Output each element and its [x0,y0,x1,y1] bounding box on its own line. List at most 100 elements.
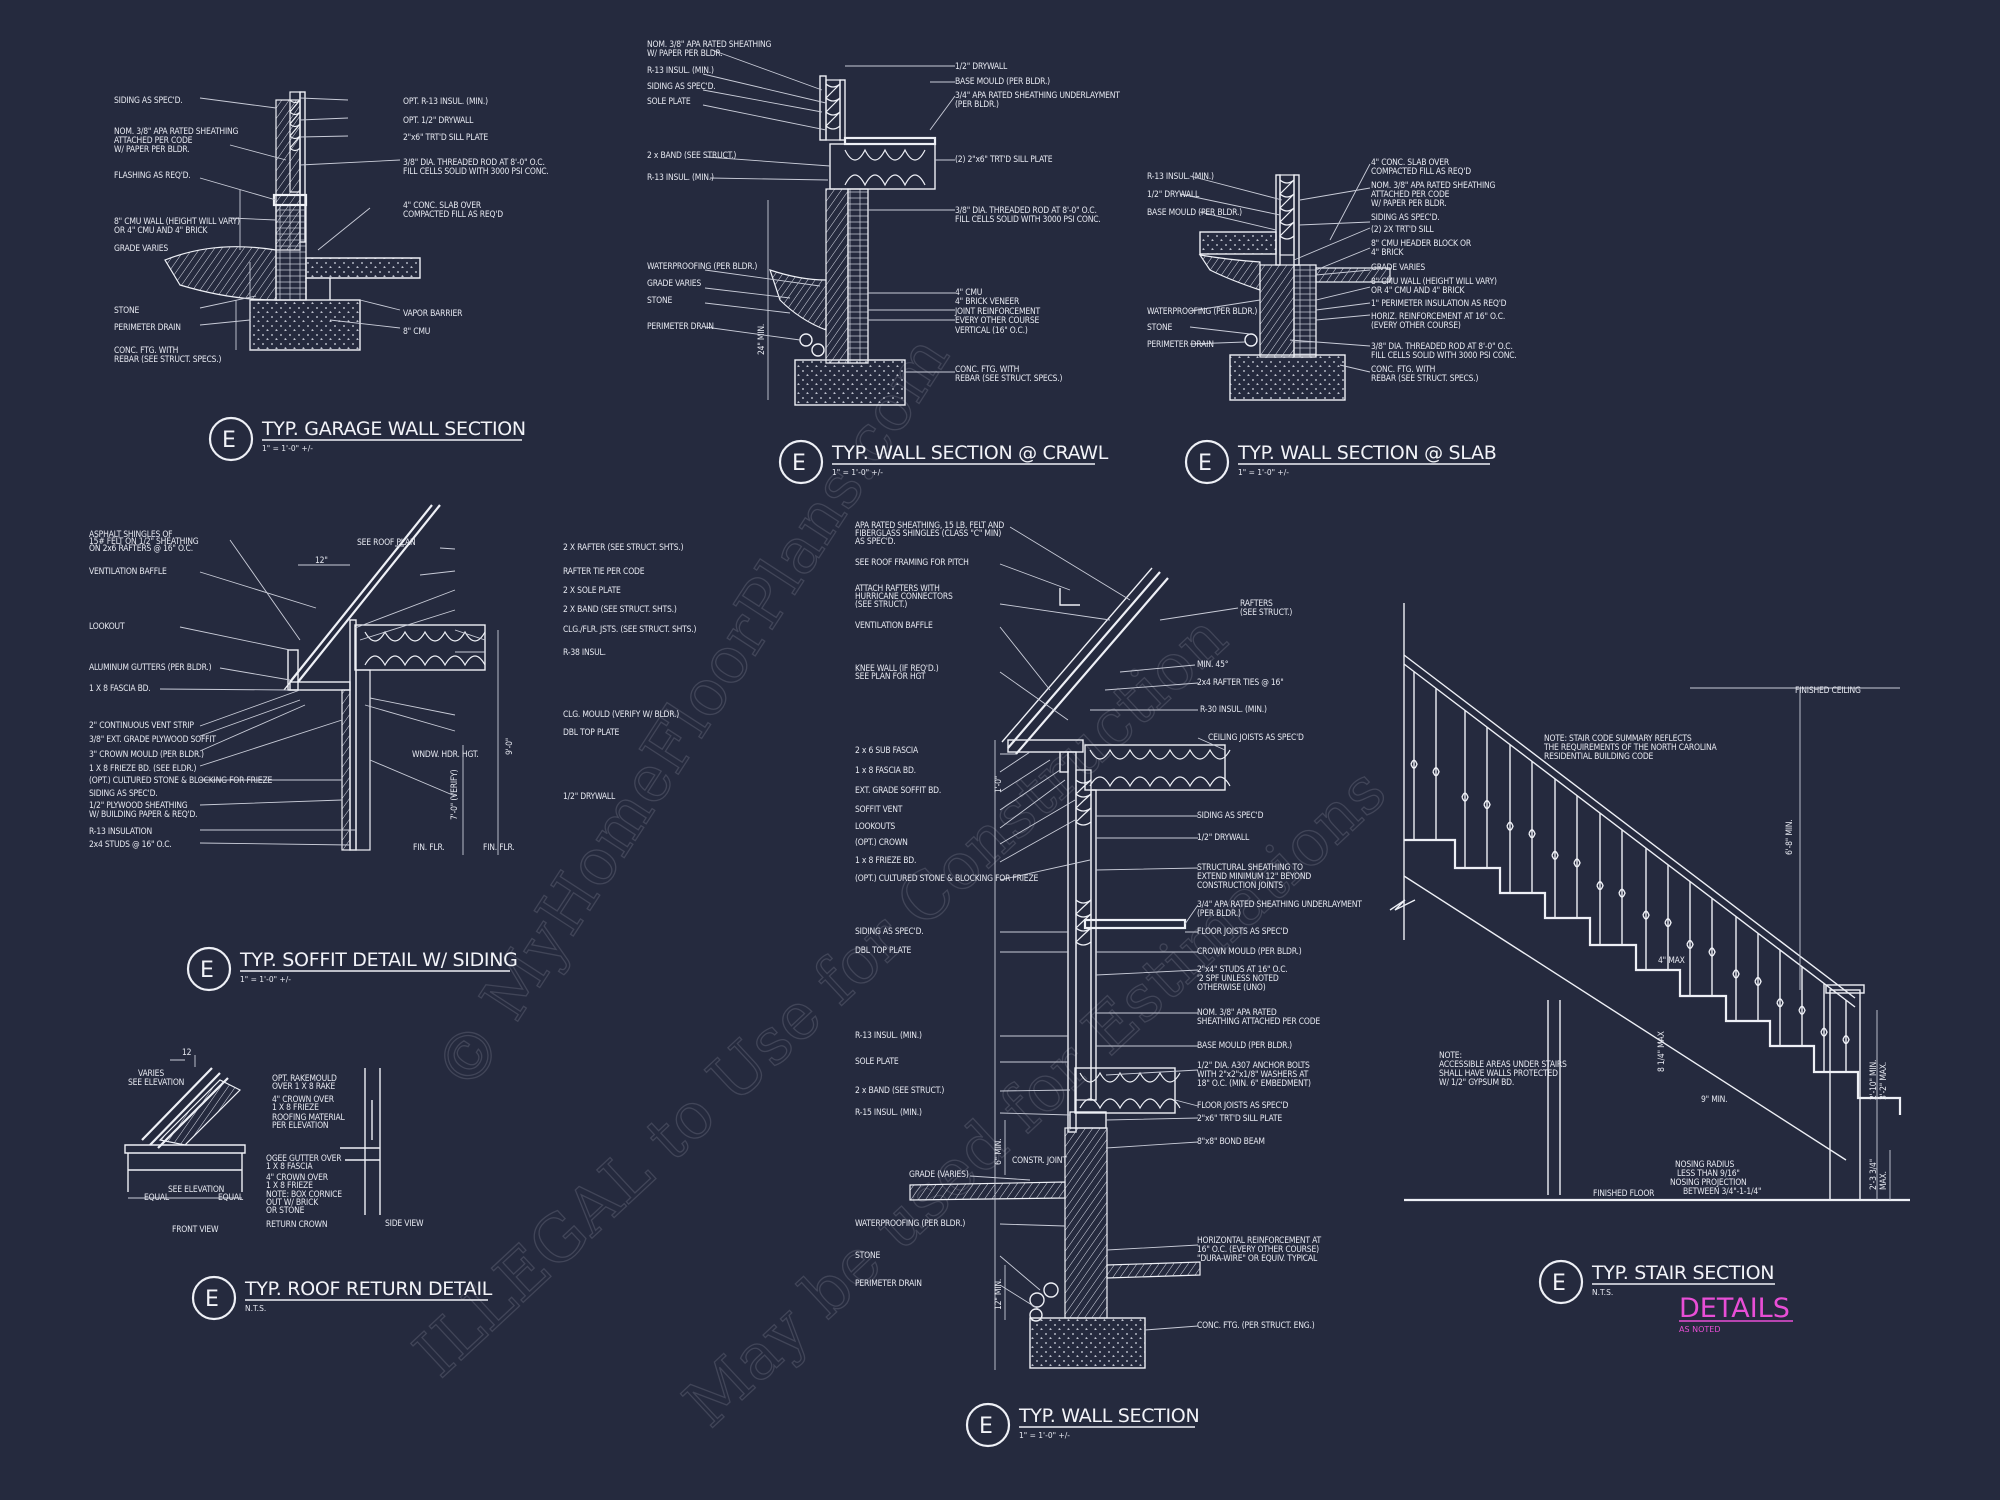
note: WATERPROOFING (PER BLDR.) [855,1219,965,1229]
note: REBAR (SEE STRUCT. SPECS.) [1371,374,1479,384]
wall-drawing: 1'-0" 6" MIN. 12" MIN. CONSTR. JOINT [909,567,1231,1370]
note: CONSTRUCTION JOINTS [1197,881,1283,891]
detail-marker-bubble [1184,439,1230,485]
note: NOM. 3/8" APA RATED SHEATHING [114,127,239,137]
note: SIDING AS SPEC'D. [1371,213,1440,223]
note: EVERY OTHER COURSE [955,316,1039,326]
note: (OPT.) CULTURED STONE & BLOCKING FOR FRI… [89,776,272,786]
note: COMPACTED FILL AS REQ'D [403,210,503,220]
note: GRADE VARIES [647,279,701,289]
note: NOSING PROJECTION [1670,1178,1747,1188]
stair-section: FINISHED CEILING NOTE: STAIR CODE SUMMAR… [1389,603,1910,1305]
detail-marker-letter: E [1198,451,1212,476]
note: (OPT.) CROWN [855,838,908,848]
note: LOOKOUT [89,622,125,632]
note: CONC. FTG. WITH [114,346,178,356]
note: FILL CELLS SOLID WITH 3000 PSI CONC. [1371,351,1517,361]
detail-scale: 1" = 1'-0" +/- [240,975,291,984]
note: REBAR (SEE STRUCT. SPECS.) [114,355,222,365]
note: FILL CELLS SOLID WITH 3000 PSI CONC. [403,167,549,177]
dim-label: 1'-0" [994,776,1004,793]
note: AS SPEC'D. [855,537,896,547]
note: ON 2x6 RAFTERS @ 16" O.C. [89,544,193,554]
wall-notes-left: APA RATED SHEATHING, 15 LB. FELT AND FIB… [855,521,1039,1289]
garage-wall-section: SIDING AS SPEC'D. NOM. 3/8" APA RATED SH… [114,91,549,462]
note: CONC. FTG. WITH [955,365,1019,375]
note: 4" CONC. SLAB OVER [403,201,482,211]
note: BASE MOULD (PER BLDR.) [1147,208,1242,218]
typical-wall-section: 1'-0" 6" MIN. 12" MIN. CONSTR. JOINT APA… [855,521,1363,1448]
note: 4" CROWN OVER [272,1095,335,1105]
dim-label: 8 1/4" MAX [1657,1031,1667,1072]
note: 1/2" DRYWALL [1147,190,1200,200]
note: 3/8" DIA. THREADED ROD AT 8'-0" O.C. [955,206,1097,216]
note: GRADE (VARIES) [909,1170,969,1180]
stair-baluster [1842,1000,1850,1072]
dim-label: 9'-0" [505,738,515,755]
note: STONE [1147,323,1172,333]
roof-return-notes: VARIES SEE ELEVATION 12 OPT. RAKEMOULD O… [128,1048,424,1235]
slab-leaders [1179,163,1371,373]
note: PERIMETER DRAIN [855,1279,922,1289]
note: SEE ELEVATION [128,1078,184,1088]
note: 1 X 8 FRIEZE [272,1103,319,1113]
stair-baluster [1708,898,1716,996]
note: LESS THAN 9/16" [1677,1169,1740,1179]
note: NOM. 3/8" APA RATED [1197,1008,1277,1018]
note: SIDING AS SPEC'D. [855,927,924,937]
note: CONC. FTG. (PER STRUCT. ENG.) [1197,1321,1315,1331]
note: BASE MOULD (PER BLDR.) [955,77,1050,87]
note: W/ 1/2" GYPSUM BD. [1439,1078,1514,1088]
detail-marker-letter: E [1552,1271,1566,1296]
note: 2 X BAND (SEE STRUCT. SHTS.) [563,605,677,615]
slab-drawing [1198,174,1391,401]
note: KNEE WALL (IF REQ'D.) [855,664,939,674]
soffit-notes-left: ASPHALT SHINGLES OF 15# FELT ON 1/2" SHE… [89,530,273,850]
note: 3/8" DIA. THREADED ROD AT 8'-0" O.C. [403,158,545,168]
note: VENTILATION BAFFLE [89,567,167,577]
note: W/ PAPER PER BLDR. [647,49,722,59]
detail-title: TYP. SOFFIT DETAIL W/ SIDING [239,949,518,971]
detail-title: TYP. WALL SECTION [1018,1405,1199,1427]
note: 2 x BAND (SEE STRUCT.) [647,151,736,161]
garage-drawing [164,91,421,351]
note: FRONT VIEW [172,1225,219,1235]
stair-baluster [1432,688,1440,840]
note: SOLE PLATE [647,97,691,107]
note: (EVERY OTHER COURSE) [1371,321,1461,331]
note: SOFFIT VENT [855,805,903,815]
note: W/ PAPER PER BLDR. [114,145,189,155]
wall-leaders [969,526,1239,1331]
stair-title-block: E TYP. STAIR SECTION N.T.S. [1538,1259,1775,1305]
note: VARIES [138,1069,164,1079]
note: GRADE VARIES [114,244,168,254]
detail-marker-bubble [191,1275,237,1321]
note: R-30 INSUL. (MIN.) [1200,705,1267,715]
wall-title-block: E TYP. WALL SECTION 1" = 1'-0" +/- [965,1402,1200,1448]
note: EXT. GRADE SOFFIT BD. [855,786,941,796]
note: NOTE: BOX CORNICE [266,1190,342,1200]
note: 8" CMU WALL (HEIGHT WILL VARY) [114,217,240,227]
note: WATERPROOFING (PER BLDR.) [1147,307,1257,317]
note: 1 X 8 FRIEZE [266,1181,313,1191]
note: CLG./FLR. JSTS. (SEE STRUCT. SHTS.) [563,625,697,635]
note: R-13 INSUL. (MIN.) [855,1031,922,1041]
note: SEE ELEVATION [168,1185,224,1195]
garage-title-block: E TYP. GARAGE WALL SECTION 1" = 1'-0" +/… [208,416,526,462]
note: 16" O.C. (EVERY OTHER COURSE) [1197,1245,1319,1255]
note: NOM. 3/8" APA RATED SHEATHING [1371,181,1496,191]
note: 1/2" DRYWALL [955,62,1008,72]
note: (PER BLDR.) [955,100,999,110]
stair-baluster [1461,710,1469,868]
note: SEE PLAN FOR HGT [855,672,926,682]
note: VAPOR BARRIER [403,309,463,319]
stair-baluster [1573,795,1581,918]
garage-leaders [199,97,401,329]
note: 2 x 6 SUB FASCIA [855,746,919,756]
note: 1 X 8 FASCIA BD. [89,684,151,694]
note: 3/4" APA RATED SHEATHING UNDERLAYMENT [1197,900,1362,910]
note: RESIDENTIAL BUILDING CODE [1544,752,1654,762]
note: 1/2" DRYWALL [563,792,616,802]
detail-title: TYP. STAIR SECTION [1591,1262,1774,1284]
